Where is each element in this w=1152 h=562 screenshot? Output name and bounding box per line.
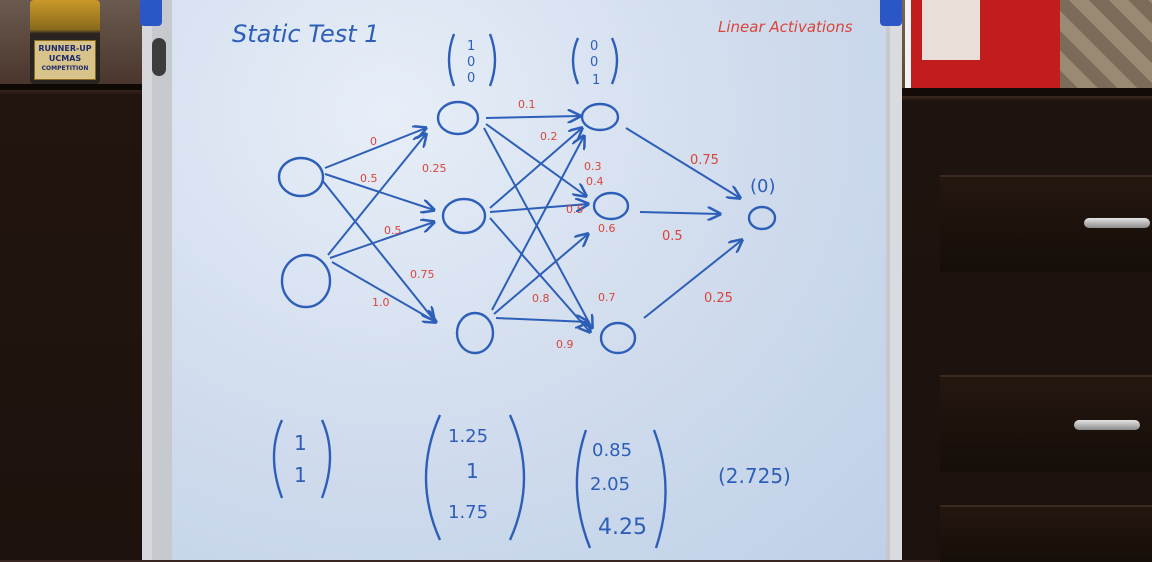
weight-l2-8: 0.8 bbox=[532, 292, 550, 305]
hidden2-node-3 bbox=[599, 321, 637, 355]
edge-in1-h3 bbox=[321, 179, 434, 320]
corner-note: Linear Activations bbox=[718, 18, 853, 36]
board-clip-right bbox=[880, 0, 902, 26]
input-node-1 bbox=[277, 156, 325, 198]
weight-l3-1: 0.75 bbox=[690, 153, 719, 168]
wall-pattern bbox=[1060, 0, 1152, 90]
edge-h3-g2 bbox=[493, 234, 588, 315]
whiteboard bbox=[172, 0, 886, 560]
trophy-plate: RUNNER-UP UCMAS COMPETITION bbox=[34, 40, 96, 80]
weight-l2-7: 0.7 bbox=[598, 291, 616, 304]
trophy-text-2: UCMAS bbox=[48, 54, 82, 63]
hidden2-node-2 bbox=[592, 191, 630, 221]
drawer-bottom bbox=[940, 505, 1152, 562]
trophy-text-3: COMPETITION bbox=[41, 65, 89, 72]
weight-l2-6: 0.6 bbox=[598, 222, 616, 235]
input-label-vector: 1 0 0 bbox=[447, 33, 497, 87]
weight-l1-6: 1.0 bbox=[372, 296, 390, 309]
weight-l2-5: 0.5 bbox=[566, 203, 584, 216]
hidden2-label-2: 0 bbox=[590, 55, 598, 70]
drawer-handle-middle bbox=[1074, 420, 1140, 430]
weight-l1-5: 0.75 bbox=[410, 268, 435, 281]
edge-h1-g1 bbox=[485, 116, 580, 118]
photo-frame-inner bbox=[922, 0, 980, 60]
vector-output: (2.725) bbox=[718, 464, 791, 488]
input-label-3: 0 bbox=[467, 71, 475, 86]
edge-h3-g1 bbox=[491, 136, 584, 311]
vector-hidden2-3: 4.25 bbox=[598, 515, 647, 540]
weight-l3-3: 0.25 bbox=[704, 291, 733, 306]
trophy-text-1: RUNNER-UP bbox=[38, 44, 92, 53]
vector-input-2: 1 bbox=[294, 463, 307, 487]
vector-hidden2: 0.85 2.05 4.25 bbox=[575, 429, 667, 549]
weight-l1-3: 0.25 bbox=[422, 162, 447, 175]
hidden1-node-3 bbox=[455, 311, 495, 355]
vector-hidden1-3: 1.75 bbox=[448, 502, 488, 523]
vector-hidden2-1: 0.85 bbox=[592, 440, 632, 461]
edge-h1-g3 bbox=[483, 127, 592, 328]
board-clip-left bbox=[140, 0, 162, 26]
edge-g1-out bbox=[625, 127, 740, 198]
output-label: (0) bbox=[750, 176, 776, 197]
weight-l1-2: 0.5 bbox=[360, 172, 378, 185]
edge-g3-out bbox=[643, 240, 742, 319]
weight-l1-4: 0.5 bbox=[384, 224, 402, 237]
edge-in2-h1 bbox=[327, 134, 426, 256]
hidden2-label-1: 0 bbox=[590, 39, 598, 54]
edge-h2-g2 bbox=[489, 204, 588, 213]
edge-h3-g3 bbox=[495, 318, 588, 322]
weight-l2-2: 0.2 bbox=[540, 130, 558, 143]
vector-hidden1-1: 1.25 bbox=[448, 426, 488, 447]
input-label-1: 1 bbox=[467, 39, 475, 54]
hidden2-label-3: 1 bbox=[592, 73, 600, 88]
edge-g2-out bbox=[639, 212, 720, 214]
weight-l2-9: 0.9 bbox=[556, 338, 574, 351]
edge-in2-h2 bbox=[329, 222, 434, 259]
hidden2-label-vector: 0 0 1 bbox=[571, 37, 619, 88]
board-peg bbox=[152, 38, 166, 76]
board-title: Static Test 1 bbox=[232, 20, 380, 48]
drawer-handle-top bbox=[1084, 218, 1150, 228]
vector-hidden1-2: 1 bbox=[466, 459, 479, 483]
weight-l2-1: 0.1 bbox=[518, 98, 536, 111]
vector-input: 1 1 bbox=[272, 419, 332, 499]
weight-l2-3: 0.3 bbox=[584, 160, 602, 173]
shelf-left bbox=[0, 84, 150, 90]
edge-h2-g1 bbox=[489, 128, 582, 209]
weight-l3-2: 0.5 bbox=[662, 229, 683, 244]
shelf-right bbox=[895, 88, 1152, 96]
weight-labels: 0 0.5 0.25 0.5 0.75 1.0 0.1 0.2 0.3 0.4 … bbox=[360, 98, 733, 351]
room-background-left bbox=[0, 0, 150, 560]
hidden1-node-2 bbox=[441, 197, 487, 235]
edge-in1-h1 bbox=[324, 128, 426, 169]
hidden1-node-1 bbox=[436, 100, 480, 136]
vector-hidden2-2: 2.05 bbox=[590, 474, 630, 495]
input-node-2 bbox=[280, 253, 332, 309]
network-nodes bbox=[277, 100, 777, 355]
input-label-2: 0 bbox=[467, 55, 475, 70]
edge-h1-g2 bbox=[485, 123, 586, 196]
network-edges bbox=[321, 116, 742, 332]
edge-in2-h3 bbox=[331, 261, 436, 322]
vector-input-1: 1 bbox=[294, 431, 307, 455]
vector-hidden1: 1.25 1 1.75 bbox=[424, 414, 526, 541]
output-node bbox=[747, 205, 777, 231]
weight-l1-1: 0 bbox=[370, 135, 377, 148]
weight-l2-4: 0.4 bbox=[586, 175, 604, 188]
hidden2-node-1 bbox=[580, 102, 620, 132]
